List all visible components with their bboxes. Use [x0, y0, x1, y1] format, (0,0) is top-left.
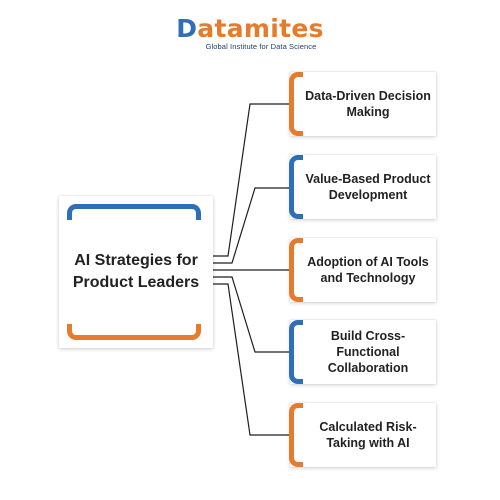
strategy-card-data-driven: Data-Driven Decision Making	[289, 72, 436, 136]
strategy-label: Adoption of AI Tools and Technology	[307, 255, 429, 285]
connector-2	[213, 187, 290, 264]
orange-left-bracket	[289, 238, 303, 302]
connector-5	[213, 283, 290, 436]
strategy-card-ai-tools: Adoption of AI Tools and Technology	[289, 238, 436, 302]
center-topic-label: AI Strategies for Product Leaders	[72, 252, 200, 291]
blue-left-bracket	[289, 320, 303, 384]
orange-left-bracket	[289, 403, 303, 467]
blue-top-bracket	[67, 204, 201, 220]
strategy-label: Calculated Risk-Taking with AI	[319, 420, 417, 450]
datamites-logo: Datamites Global Institute for Data Scie…	[0, 14, 500, 51]
blue-left-bracket	[289, 155, 303, 219]
center-topic-card: AI Strategies for Product Leaders	[59, 196, 213, 348]
connector-4	[213, 276, 290, 353]
logo-wordmark: Datamites	[0, 14, 500, 44]
strategy-card-risk-taking: Calculated Risk-Taking with AI	[289, 403, 436, 467]
logo-letter-d: D	[176, 14, 198, 43]
orange-bottom-bracket	[67, 324, 201, 340]
logo-tagline: Global Institute for Data Science	[205, 42, 317, 51]
logo-letters-rest: atamites	[197, 14, 324, 43]
strategy-label: Build Cross-Functional Collaboration	[327, 329, 409, 375]
orange-left-bracket	[289, 72, 303, 136]
connector-1	[213, 103, 290, 257]
strategy-card-value-based: Value-Based Product Development	[289, 155, 436, 219]
strategy-card-cross-functional: Build Cross-Functional Collaboration	[289, 320, 436, 384]
strategy-label: Data-Driven Decision Making	[305, 89, 431, 119]
strategy-label: Value-Based Product Development	[305, 172, 431, 202]
